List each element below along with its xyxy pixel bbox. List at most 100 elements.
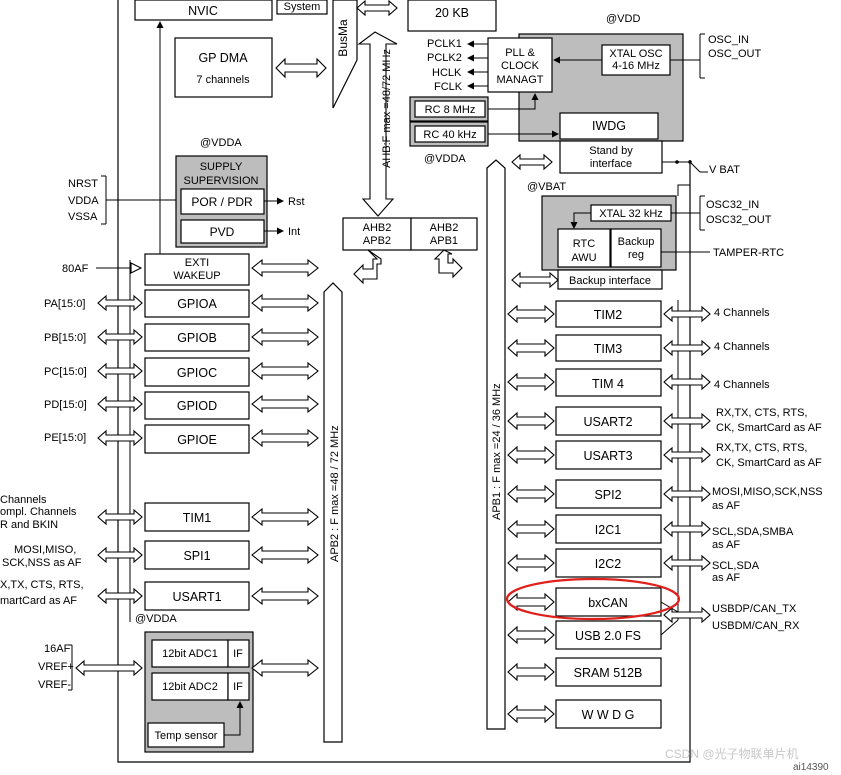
svg-text:Stand by: Stand by <box>589 145 633 157</box>
wwdg-block: W W D G <box>555 699 662 729</box>
svg-text:AHB2: AHB2 <box>363 222 392 234</box>
sram-block: 20 KB <box>407 0 497 32</box>
svg-text:GPIOA: GPIOA <box>177 297 217 311</box>
apb1-right-arrows <box>663 305 711 624</box>
svg-text:IF: IF <box>233 681 243 693</box>
temp-sensor-block: Temp sensor <box>147 722 225 748</box>
tim1-af-1: Channels <box>0 494 47 506</box>
backup-if-block: Backup interface <box>557 269 663 290</box>
ahb2apb2-bridge: AHB2 APB2 <box>342 217 412 251</box>
svg-text:USB 2.0 FS: USB 2.0 FS <box>575 629 641 643</box>
svg-text:RC 40 kHz: RC 40 kHz <box>423 129 476 141</box>
svg-text:IWDG: IWDG <box>592 119 626 133</box>
svg-text:GPIOD: GPIOD <box>177 399 217 413</box>
i2c1-af-2: as AF <box>712 539 740 551</box>
pe-pin: PE[15:0] <box>44 432 86 444</box>
can-af-1: USBDP/CAN_TX <box>712 603 797 615</box>
usart1-af-1: X,TX, CTS, RTS, <box>0 579 84 591</box>
gpiob-block: GPIOB <box>144 323 250 352</box>
gpioa-block: GPIOA <box>144 289 250 318</box>
spi2-af-2: as AF <box>712 500 740 512</box>
rc8-block: RC 8 MHz <box>409 96 489 122</box>
spi1-block: SPI1 <box>144 540 250 570</box>
i2c2-af-1: SCL,SDA <box>712 560 760 572</box>
svg-text:SUPPLY: SUPPLY <box>200 161 243 173</box>
standby-block: Stand by interface <box>559 140 663 174</box>
svg-text:AHB2: AHB2 <box>430 222 459 234</box>
figure-id: ai14390 <box>793 762 829 770</box>
svg-text:TIM1: TIM1 <box>183 511 212 525</box>
usb-block: USB 2.0 FS <box>555 620 662 650</box>
apb2-bridge-arrow <box>353 249 382 285</box>
vdd-domain-label: @VDD <box>606 13 640 25</box>
chip-outline <box>117 0 691 763</box>
can-af-2: USBDM/CAN_RX <box>712 620 800 632</box>
spi1-af-1: MOSI,MISO, <box>14 544 76 556</box>
usart2-af-1: RX,TX, CTS, RTS, <box>716 407 807 419</box>
svg-text:TIM2: TIM2 <box>594 308 623 322</box>
adc2-block: 12bit ADC2 IF <box>151 672 250 701</box>
svg-text:USART1: USART1 <box>172 590 221 604</box>
vbat-domain-label: @VBAT <box>527 181 566 193</box>
apb2-bus <box>323 282 343 743</box>
nrst-pin: NRST <box>68 178 98 190</box>
dma-busmatrix-arrow <box>275 57 327 79</box>
pa-pin: PA[15:0] <box>44 298 85 310</box>
clock-pclk2: PCLK2 <box>427 52 462 64</box>
svg-text:WAKEUP: WAKEUP <box>173 270 220 282</box>
svg-text:I2C1: I2C1 <box>595 523 621 537</box>
usart2-af-2: CK, SmartCard as AF <box>716 422 822 434</box>
rc40-block: RC 40 kHz <box>409 121 489 147</box>
tamper-pin: TAMPER-RTC <box>713 247 784 259</box>
svg-text:APB1: APB1 <box>430 235 458 247</box>
vref-minus-pin: VREF- <box>38 679 71 691</box>
af16-pin: 16AF <box>44 643 71 655</box>
vdda-adc-label: @VDDA <box>135 613 177 625</box>
spi2-block: SPI2 <box>555 479 662 509</box>
nvic-block: NVIC <box>134 0 273 21</box>
svg-text:USART3: USART3 <box>583 449 632 463</box>
bxcan-highlight <box>505 577 681 621</box>
usart2-block: USART2 <box>555 406 662 436</box>
svg-text:TIM 4: TIM 4 <box>592 377 624 391</box>
sram512-block: SRAM 512B <box>555 657 662 687</box>
svg-text:SRAM 512B: SRAM 512B <box>574 666 643 680</box>
gpioc-block: GPIOC <box>144 357 250 387</box>
tim2-block: TIM2 <box>555 300 662 328</box>
tim1-af-2: ompl. Channels <box>0 506 77 518</box>
svg-text:SUPERVISION: SUPERVISION <box>184 175 259 187</box>
vref-plus-pin: VREF+ <box>38 661 74 673</box>
svg-text:APB2: APB2 <box>363 235 391 247</box>
gpio-arrows <box>97 293 319 448</box>
osc-out-pin: OSC_OUT <box>708 48 761 60</box>
i2c2-af-2: as AF <box>712 572 740 584</box>
vdda-clock-label: @VDDA <box>424 153 466 165</box>
svg-text:SPI1: SPI1 <box>183 549 210 563</box>
apb1-standby-arrow <box>511 153 553 171</box>
int-signal: Int <box>288 226 300 238</box>
system-block: System <box>276 0 328 15</box>
vbat-pin: V BAT <box>709 164 740 176</box>
adc1-block: 12bit ADC1 IF <box>151 639 250 668</box>
svg-text:Backup interface: Backup interface <box>569 275 651 287</box>
clock-pclk1: PCLK1 <box>427 38 462 50</box>
clock-hclk: HCLK <box>432 67 462 79</box>
ahb2apb1-bridge: AHB2 APB1 <box>410 217 478 251</box>
watermark: CSDN @光子物联单片机 <box>665 747 799 761</box>
af80-pin: 80AF <box>62 263 89 275</box>
i2c1-block: I2C1 <box>555 514 662 544</box>
tim2-channels: 4 Channels <box>714 307 770 319</box>
usart3-af-1: RX,TX, CTS, RTS, <box>716 442 807 454</box>
svg-text:PLL &: PLL & <box>505 47 535 59</box>
vdda-pin: VDDA <box>68 195 99 207</box>
apb2-periph-arrows <box>97 507 319 606</box>
osc32-in-pin: OSC32_IN <box>706 199 759 211</box>
gp-dma-label: GP DMA <box>198 51 248 65</box>
apb2-bus-label: APB2 : F max =48 / 72 MHz <box>329 425 341 562</box>
usart1-block: USART1 <box>144 581 250 611</box>
system-label: System <box>284 1 321 13</box>
busmatrix-sram-arrow <box>356 0 398 17</box>
pll-block: PLL & CLOCK MANAGT <box>487 37 553 93</box>
svg-text:bxCAN: bxCAN <box>588 596 628 610</box>
